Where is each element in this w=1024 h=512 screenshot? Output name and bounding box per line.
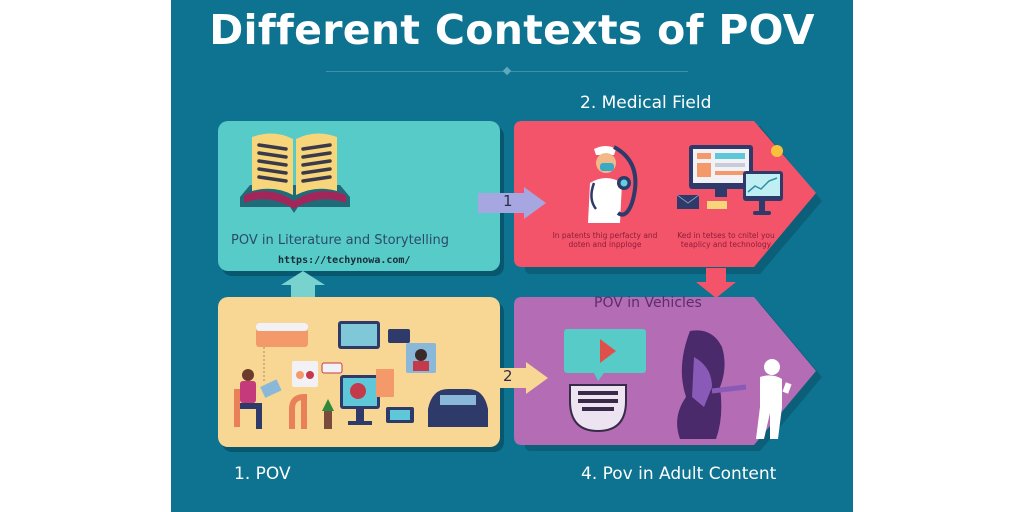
divider-diamond bbox=[502, 66, 512, 76]
watermark-url[interactable]: https://techynowa.com/ bbox=[278, 255, 411, 266]
adult-content-label: 4. Pov in Adult Content bbox=[581, 464, 777, 484]
literature-label: POV in Literature and Storytelling bbox=[231, 233, 449, 248]
pov-card bbox=[218, 297, 500, 447]
down-arrow-icon bbox=[696, 268, 736, 298]
page-title: Different Contexts of POV bbox=[209, 6, 815, 54]
medical-caption-left: In patents thig perfacty and doten and i… bbox=[552, 231, 658, 249]
vehicles-label: POV in Vehicles bbox=[594, 295, 702, 311]
pov-label: 1. POV bbox=[234, 464, 291, 484]
step-1-arrow: 1 bbox=[478, 187, 546, 219]
people-silhouette-icon bbox=[677, 330, 792, 439]
medical-card: In patents thig perfacty and doten and i… bbox=[514, 121, 822, 274]
medical-field-label: 2. Medical Field bbox=[580, 93, 712, 113]
up-arrow-icon bbox=[281, 271, 325, 299]
video-play-icon bbox=[564, 329, 646, 433]
literature-card: POV in Literature and Storytelling https… bbox=[218, 121, 500, 271]
doctor-icon bbox=[588, 145, 638, 223]
step-2-number: 2 bbox=[503, 367, 513, 385]
vehicles-card: POV in Vehicles bbox=[514, 295, 822, 451]
pov-scene-illustration bbox=[234, 321, 488, 429]
step-2-arrow: 2 bbox=[476, 362, 548, 394]
open-book-icon bbox=[240, 133, 350, 213]
computer-monitors-icon bbox=[676, 145, 783, 215]
infographic-panel: Different Contexts of POV 2. Medical Fie… bbox=[171, 0, 853, 512]
step-1-number: 1 bbox=[503, 192, 513, 210]
medical-caption-right: Ked in tetses to cnitel you teaplicy and… bbox=[677, 231, 775, 249]
